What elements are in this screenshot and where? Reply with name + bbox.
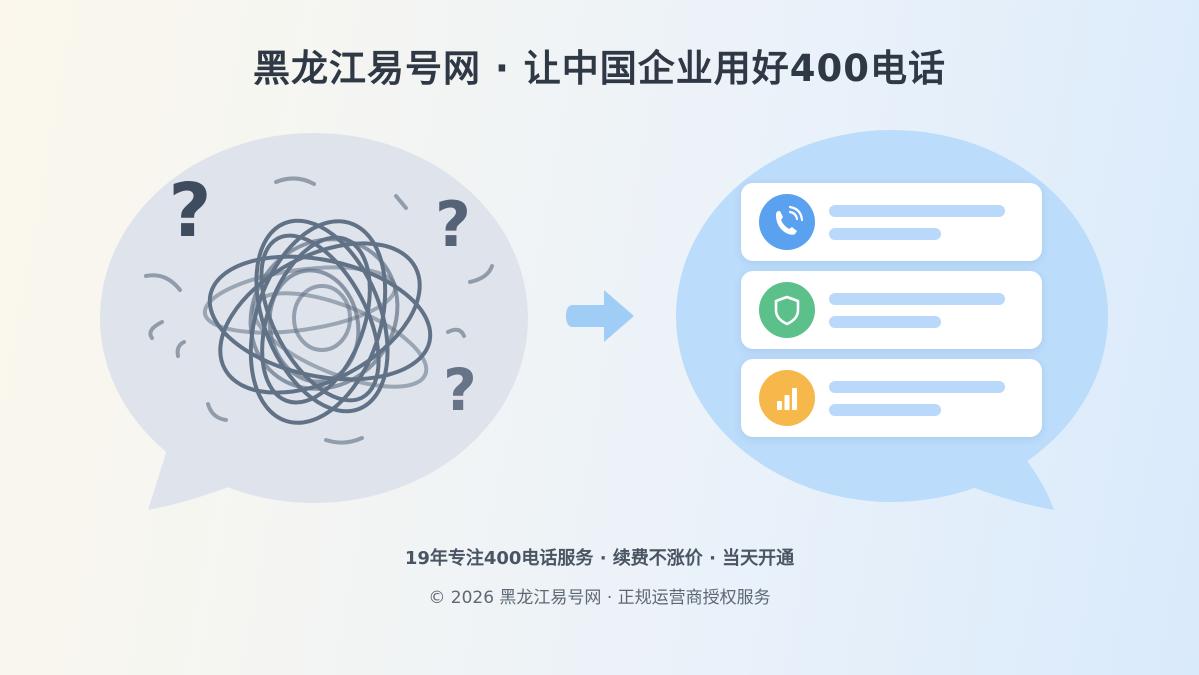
placeholder-line <box>829 228 941 240</box>
service-card-stats <box>741 359 1042 437</box>
tagline: 19年专注400电话服务 · 续费不涨价 · 当天开通 <box>404 548 795 569</box>
tangle-scribble <box>202 218 433 425</box>
placeholder-line <box>829 293 1005 305</box>
question-mark-icon: ? <box>435 188 471 261</box>
service-card-phone <box>741 183 1042 261</box>
svg-text:?: ? <box>443 356 477 424</box>
bar-chart-icon <box>759 370 815 426</box>
question-mark-icon: ? <box>169 168 212 254</box>
placeholder-line <box>829 316 941 328</box>
motion-dashes <box>144 176 494 445</box>
placeholder-line <box>829 205 1005 217</box>
svg-text:?: ? <box>435 188 471 261</box>
service-card-security <box>741 271 1042 349</box>
shield-icon <box>759 282 815 338</box>
placeholder-line <box>829 404 941 416</box>
question-mark-icon: ? <box>443 356 477 424</box>
phone-icon <box>759 194 815 250</box>
page-title: 黑龙江易号网 · 让中国企业用好400电话 <box>252 47 947 90</box>
placeholder-line <box>829 381 1005 393</box>
svg-text:?: ? <box>169 168 212 254</box>
left-speech-bubble <box>100 133 528 510</box>
arrow-right-icon <box>566 290 634 342</box>
copyright: © 2026 黑龙江易号网 · 正规运营商授权服务 <box>428 588 771 608</box>
